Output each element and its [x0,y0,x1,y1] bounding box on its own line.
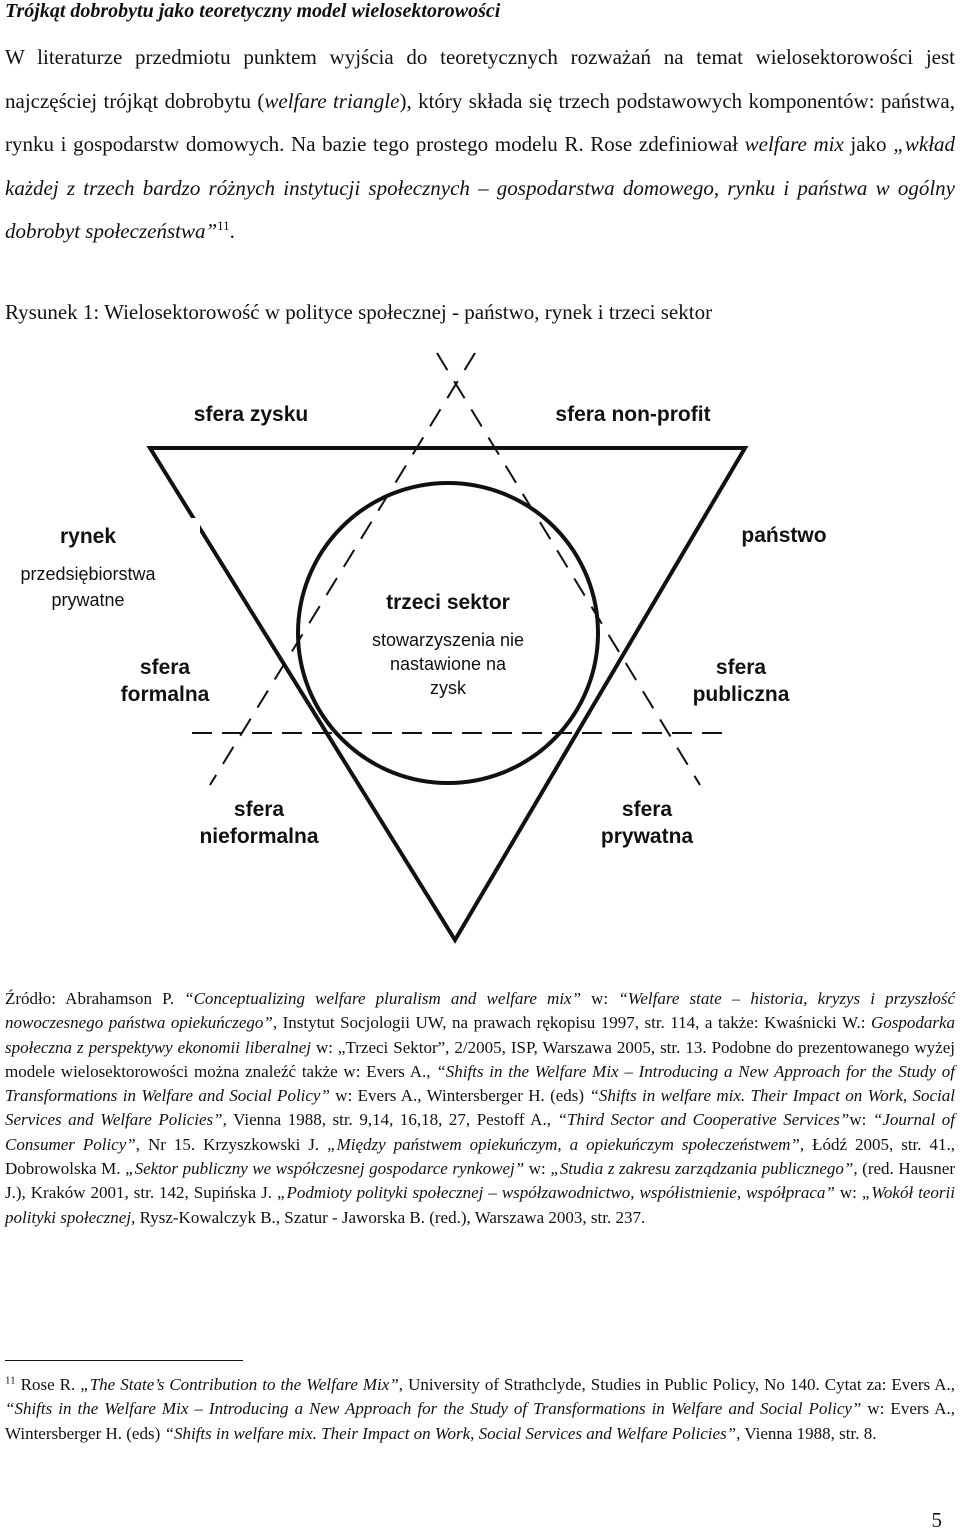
source-title: „Między państwem opiekuńczym, a opiekuńc… [327,1134,800,1154]
source-title: „Sektor publiczny we współczesnej gospod… [125,1159,525,1179]
label-stowarzyszenia-line3: zysk [430,678,467,698]
source-text: Źródło: Abrahamson P. [5,989,185,1008]
source-title: Gospodarka społeczna z perspektywy ekono… [5,1013,956,1057]
intro-text-3: jako [843,132,894,156]
label-sfera-nieformalna-line1: sfera [234,798,285,821]
label-sfera-prywatna-line1: sfera [622,798,673,821]
intro-quote: „wkład każdej z trzech bardzo różnych in… [5,132,956,243]
footnote-text: w: Evers A., Wintersberger H. (eds) [5,1399,955,1443]
footnote-11: 11 Rose R. „The State’s Contribution to … [5,1373,955,1446]
source-text: w: [849,1110,873,1130]
source-title: „Studia z zakresu zarządzania publiczneg… [550,1159,854,1179]
label-stowarzyszenia-line2: nastawione na [390,654,507,674]
label-sfera-formalna-line2: formalna [121,683,210,706]
intro-text-2: ), który składa się trzech podstawowych … [5,88,955,157]
figure-caption: Rysunek 1: Wielosektorowość w polityce s… [5,300,713,324]
label-panstwo: państwo [741,524,826,547]
footnote-title: „The State’s Contribution to the Welfare… [80,1375,399,1394]
label-trzeci-sektor: trzeci sektor [386,591,510,614]
footnote-title: “Shifts in welfare mix. Their Impact on … [164,1423,737,1443]
footnote-separator [5,1360,243,1361]
label-przedsiebiorstwa-line2: prywatne [51,590,124,610]
label-przedsiebiorstwa-line1: przedsiębiorstwa [20,564,156,584]
welfare-triangle-diagram: sfera zysku sfera non-profit rynek przed… [20,352,870,944]
footnote-number: 11 [5,1374,16,1387]
source-title: „Podmioty polityki społecznej – współzaw… [276,1183,835,1203]
source-text: , Vienna 1988, str. 9,14, 16,18, 27, Pes… [222,1110,558,1130]
footnote-ref[interactable]: 11 [217,218,230,233]
intro-text-end: . [229,219,235,243]
third-sector-circle [296,481,600,785]
label-sfera-formalna-line1: sfera [140,656,191,679]
source-text: Rysz-Kowalczyk B., Szatur - Jaworska B. … [135,1207,646,1227]
source-title: “Shifts in welfare mix. Their Impact on … [5,1086,955,1130]
footnote-text: , University of Strathclyde, Studies in … [398,1375,955,1394]
dashed-triangle-right-side [436,352,701,786]
source-text: w: „Trzeci Sektor”, 2/2005, ISP, Warszaw… [5,1037,955,1081]
section-heading: Trójkąt dobrobytu jako teoretyczny model… [5,0,501,22]
source-text: , Instytut Socjologii UW, na prawach ręk… [272,1013,871,1033]
source-title: “Journal of Consumer Policy” [5,1110,955,1154]
footnote-title: “Shifts in the Welfare Mix – Introducing… [5,1399,862,1419]
source-text: , Nr 15. Krzyszkowski J. [135,1134,328,1154]
label-rynek: rynek [60,525,116,548]
label-stowarzyszenia-line1: stowarzyszenia nie [372,630,524,650]
source-text: , Łódź 2005, str. 41., Dobrowolska M. [5,1134,955,1179]
intro-paragraph: W literaturze przedmiotu punktem wyjścia… [5,36,955,254]
source-title: “Welfare state – historia, kryzys i przy… [5,989,956,1033]
figure-source: Źródło: Abrahamson P. “Conceptualizing w… [5,987,955,1230]
label-sfera-publiczna-line2: publiczna [693,683,790,706]
label-sfera-publiczna-line1: sfera [716,656,767,679]
label-sfera-prywatna-line2: prywatna [601,825,694,848]
footnote-text: Rose R. [15,1375,81,1394]
source-text: w: [834,1183,862,1203]
solid-triangle [146,446,749,944]
page-number: 5 [931,1508,943,1532]
label-sfera-zysku: sfera zysku [194,403,308,426]
source-title: “Conceptualizing welfare pluralism and w… [184,989,582,1008]
intro-term-welfare-mix: welfare mix [744,132,844,156]
footnote-text: , Vienna 1988, str. 8. [736,1423,877,1443]
source-text: w: [524,1159,551,1179]
label-sfera-nieformalna-line2: nieformalna [199,825,318,848]
intro-text-1: W literaturze przedmiotu punktem wyjścia… [5,45,955,113]
source-text: , (red. Hausner J.), Kraków 2001, str. 1… [5,1159,956,1203]
source-title: “Shifts in the Welfare Mix – Introducing… [5,1061,955,1106]
source-text: w: [581,989,619,1008]
dashed-triangle-left-side [209,352,476,786]
source-text: w: Evers A., Wintersberger H. (eds) [329,1086,590,1106]
source-title: “Third Sector and Cooperative Services” [557,1110,850,1130]
source-title: „Wokół teorii polityki społecznej, [5,1183,955,1227]
intro-term-welfare-triangle: welfare triangle [264,88,400,113]
label-sfera-non-profit: sfera non-profit [555,403,710,426]
